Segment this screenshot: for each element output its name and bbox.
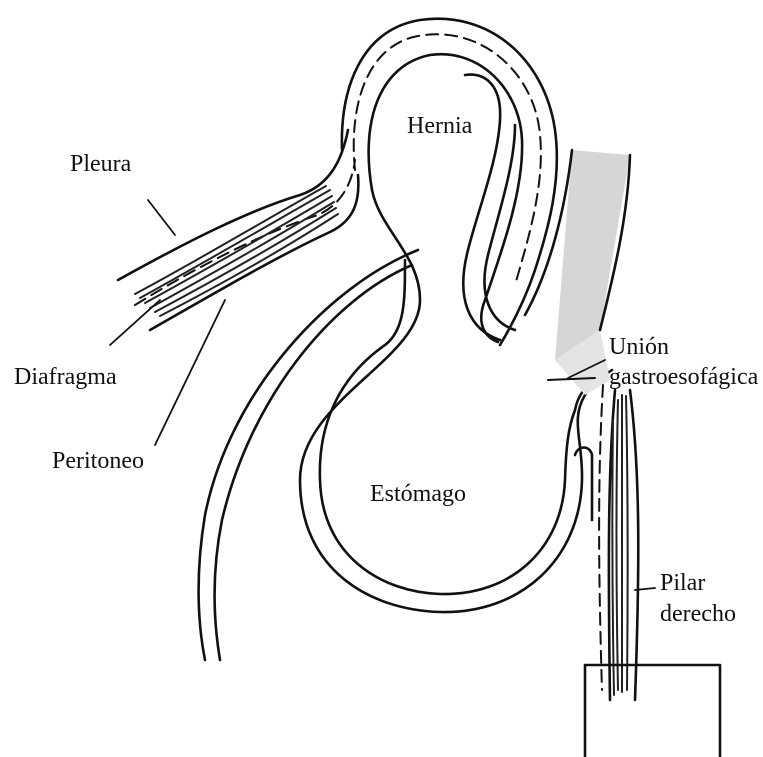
right-crus-dashed (599, 385, 603, 690)
label-pleura: Pleura (70, 150, 131, 179)
diaphragm-muscle-hatching (135, 186, 338, 316)
label-hernia: Hernia (407, 112, 472, 141)
label-pilar-derecho-line1: Pilar (660, 569, 705, 598)
label-union-gastroesofagica-line2: gastroesofágica (609, 363, 758, 392)
right-crus-inner (630, 390, 638, 700)
label-union-gastroesofagica-line1: Unión (609, 333, 669, 362)
crus-base-block (585, 665, 720, 757)
label-diafragma: Diafragma (14, 363, 117, 392)
right-crus-hatching (612, 395, 627, 695)
diafragma-pointer (110, 300, 160, 345)
stomach-inner-wall (320, 260, 575, 594)
label-estomago: Estómago (370, 480, 466, 509)
label-pilar-derecho-line2: derecho (660, 600, 736, 629)
hernia-inner-fold-2 (484, 125, 515, 330)
stomach-left-inner-wall (199, 250, 418, 660)
pleura-pointer (148, 200, 175, 235)
hernia-outer-wall (342, 19, 557, 345)
label-peritoneo: Peritoneo (52, 447, 144, 476)
